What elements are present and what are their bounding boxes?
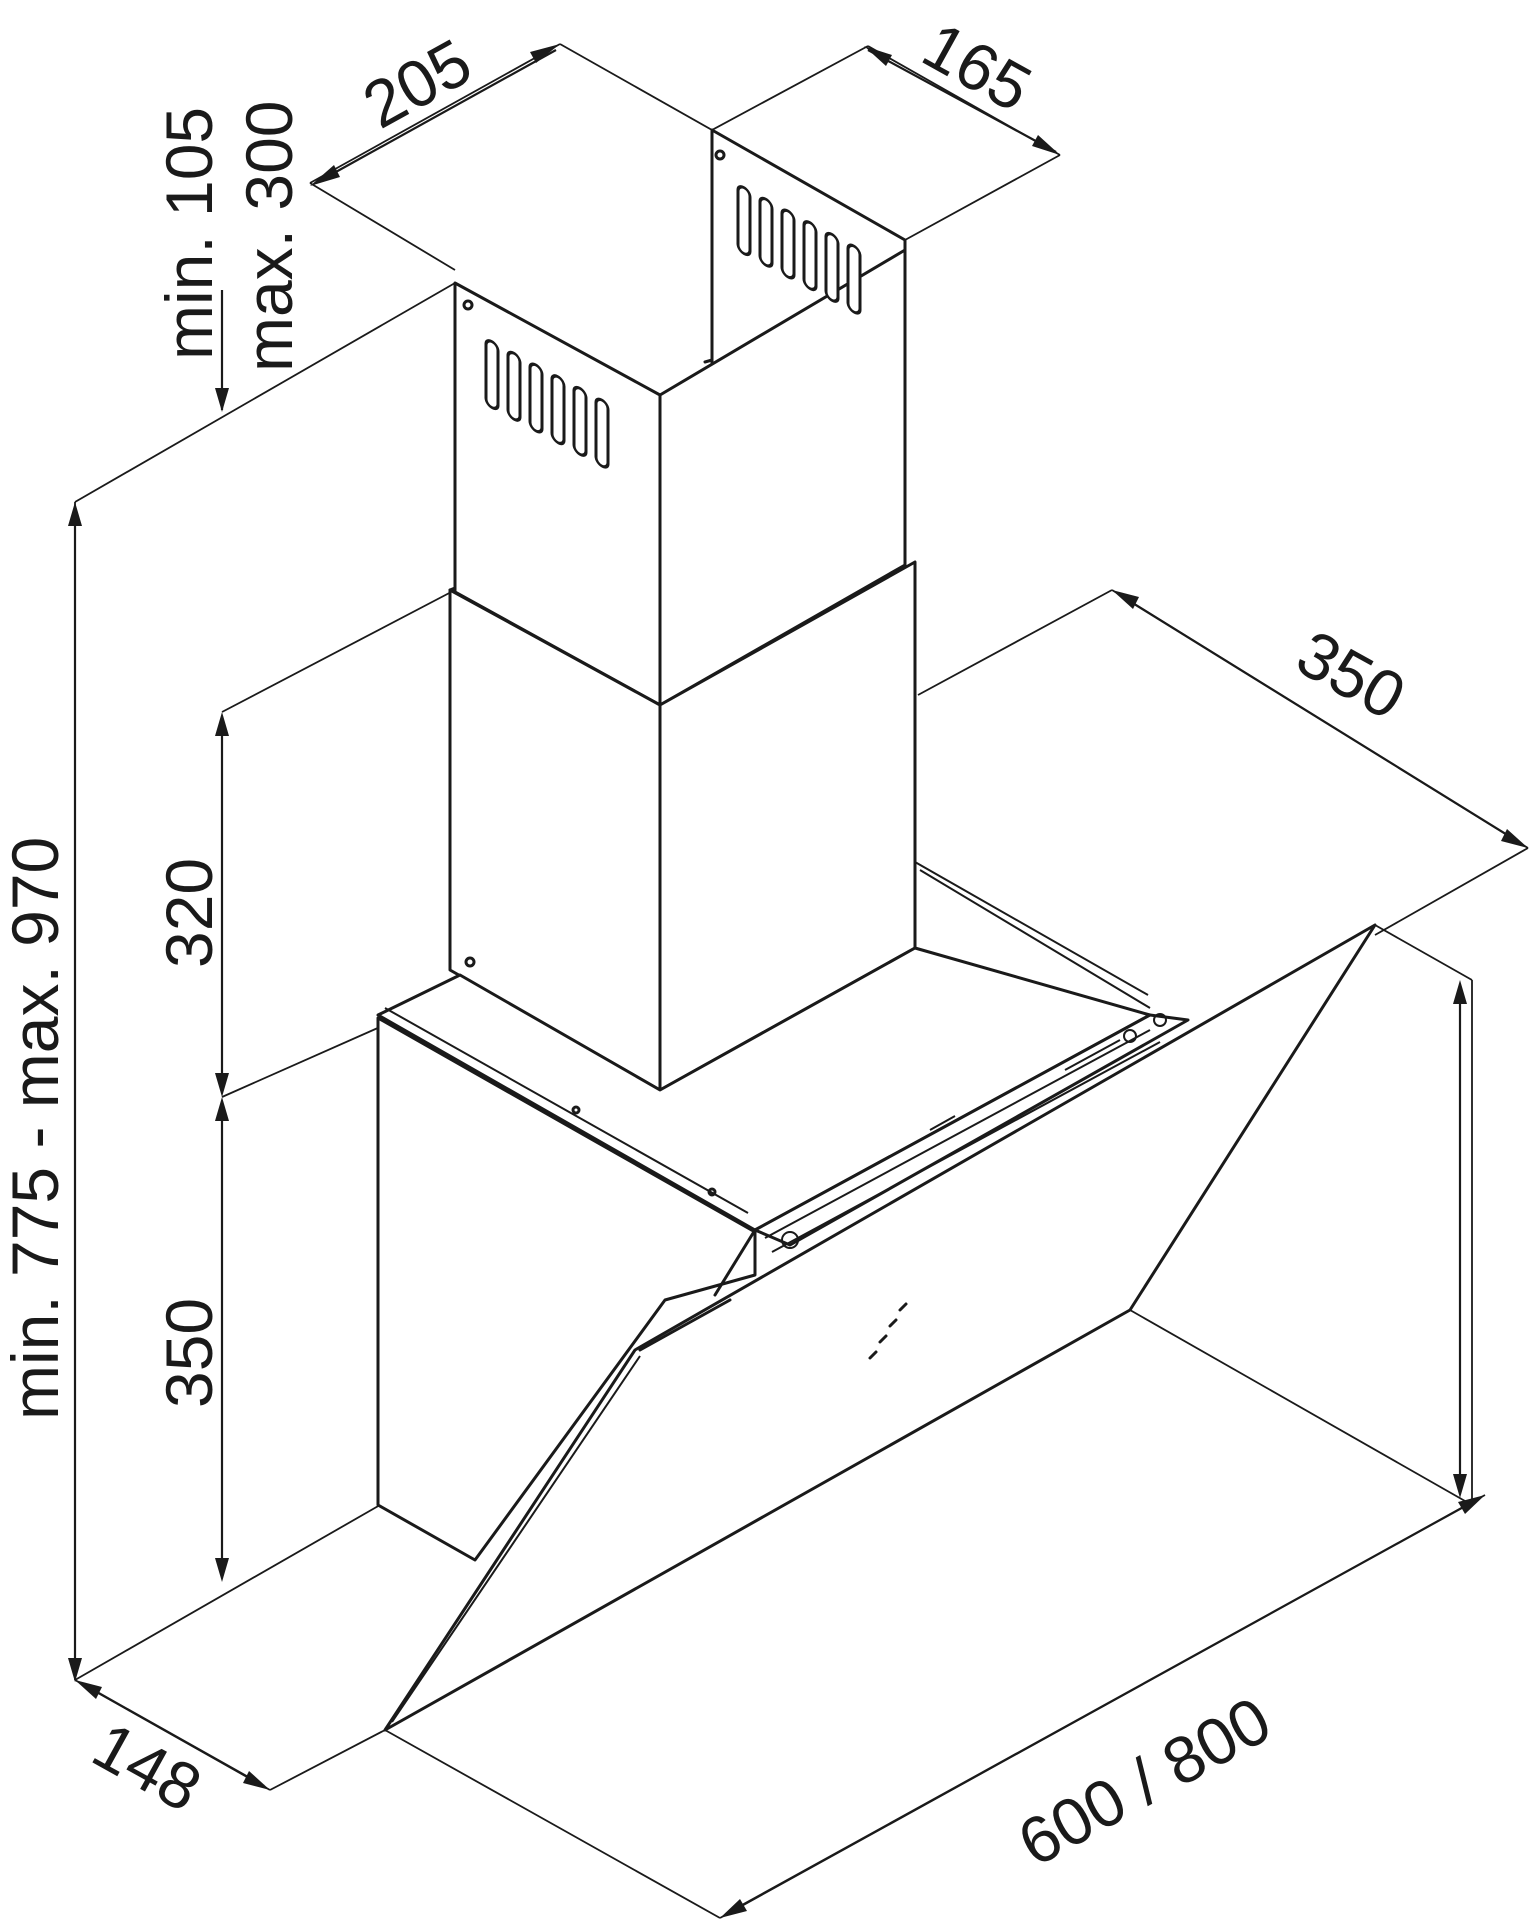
label-hood-depth: 350 — [1285, 616, 1417, 734]
glass-panel — [383, 923, 1377, 1732]
label-chimney-depth: 205 — [351, 24, 483, 142]
label-hood-width: 600 / 800 — [1006, 1682, 1283, 1880]
label-upper-max: max. 300 — [232, 101, 306, 372]
label-chimney-width: 165 — [911, 8, 1043, 126]
label-body-height: 350 — [152, 1298, 226, 1408]
dimension-lines — [68, 44, 1528, 1918]
control-panel-marks — [868, 1302, 908, 1360]
lower-chimney — [448, 560, 917, 1092]
label-chimney-lower: 320 — [152, 858, 226, 968]
label-bottom-depth: 148 — [81, 1708, 213, 1826]
label-upper-min: min. 105 — [152, 107, 226, 360]
hood-body — [376, 861, 1190, 1562]
upper-vent-slots-left — [484, 339, 610, 469]
label-overall-height: min. 775 - max. 970 — [0, 837, 72, 1420]
upper-vent-slots-back — [736, 185, 862, 315]
upper-chimney — [453, 128, 907, 707]
